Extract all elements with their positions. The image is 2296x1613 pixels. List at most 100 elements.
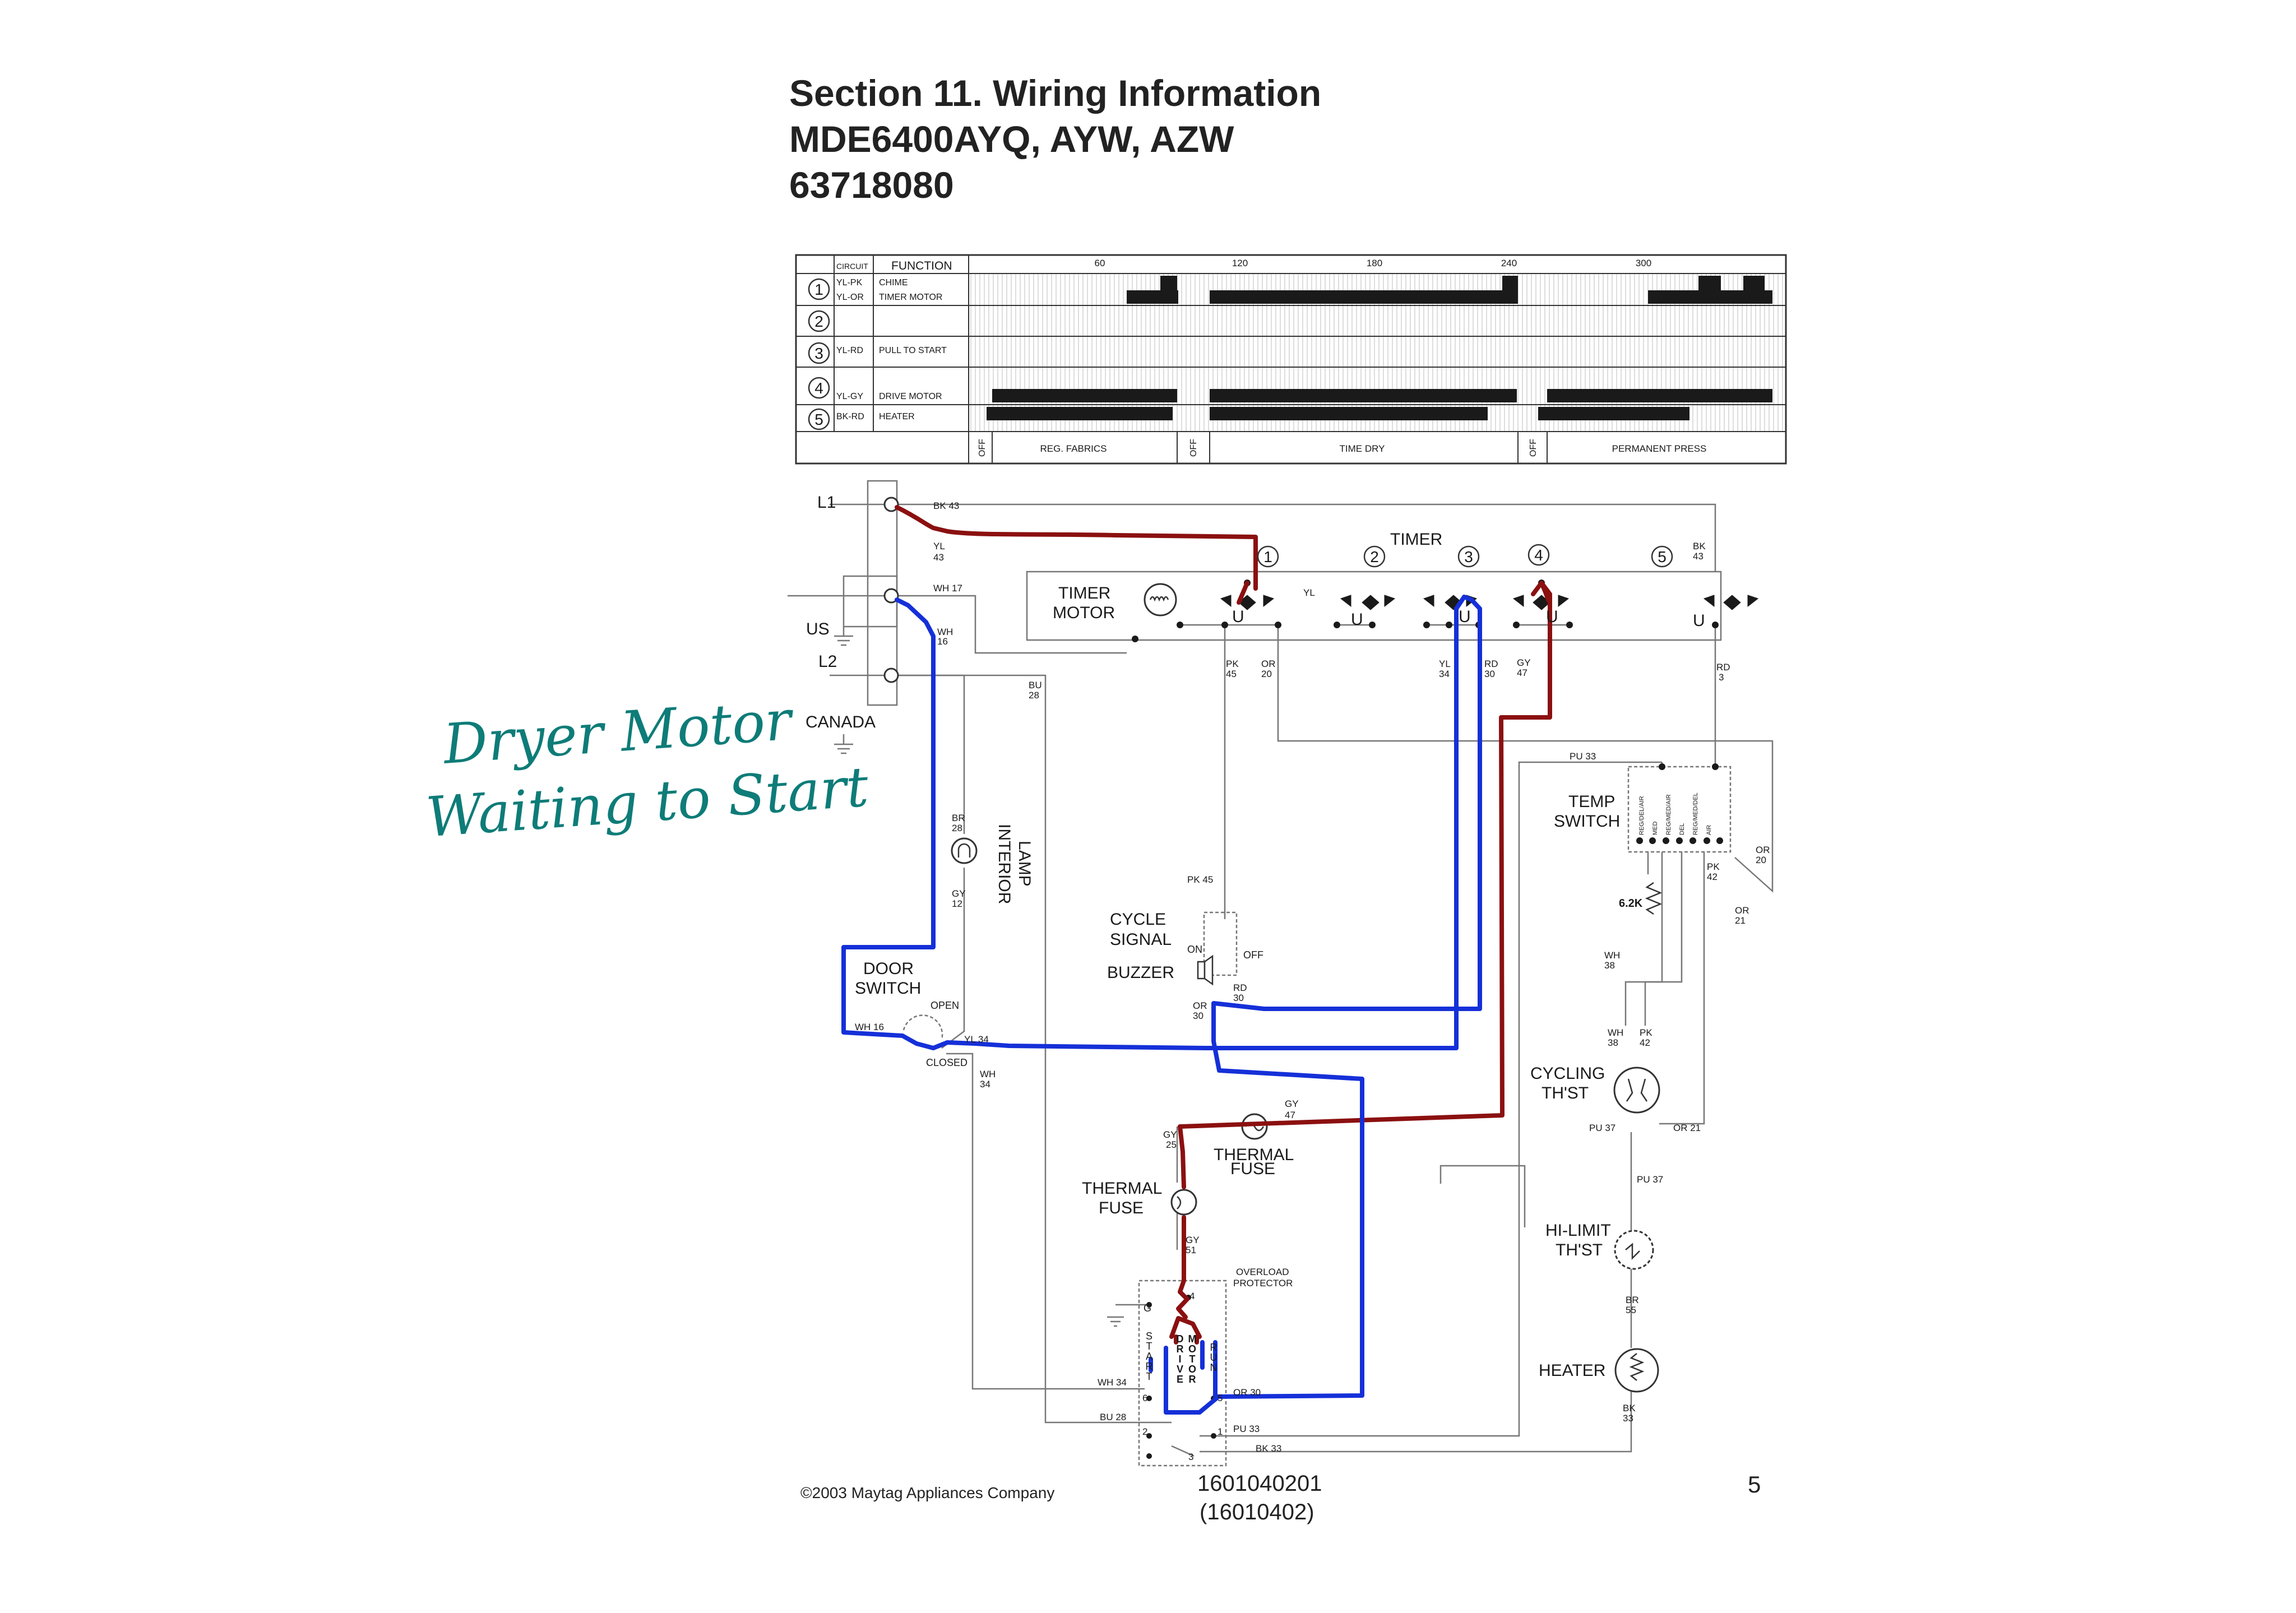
wire-label: 21 <box>1735 915 1746 926</box>
wire-label: YL <box>1439 659 1451 669</box>
wire-label: 55 <box>1626 1305 1636 1315</box>
switch-number-3: 3 <box>1464 548 1473 566</box>
temp-setting-3: REG/MED/AIR <box>1665 794 1672 835</box>
wire-label: BK <box>1623 1403 1636 1413</box>
wire-label: PU 33 <box>1233 1424 1260 1434</box>
temp-setting-6: AIR <box>1706 825 1712 835</box>
temp-setting-4: DEL <box>1679 823 1686 835</box>
circuit-yl-pk: YL-PK <box>836 278 863 288</box>
motor-drive-i: I <box>1178 1354 1181 1365</box>
temp-setting-1: REG/DEL/AIR <box>1638 796 1645 835</box>
label-thermal-fuse-a-2: FUSE <box>1099 1199 1144 1217</box>
wire-label: GY <box>952 888 966 899</box>
wire-label: GY <box>1163 1129 1177 1140</box>
chart-row-numbers: 1 2 3 4 5 <box>808 278 830 430</box>
wire-label: PK <box>1226 659 1239 669</box>
label-overload-1: OVERLOAD <box>1236 1267 1289 1277</box>
chart-tick-180: 180 <box>1367 258 1382 268</box>
document-number: 63718080 <box>789 164 954 206</box>
wire-label: 34 <box>1439 669 1450 679</box>
timer-u-2: U <box>1351 610 1363 629</box>
temp-switch-terminals <box>1636 763 1723 844</box>
chart-tick-60: 60 <box>1095 258 1105 268</box>
wire-label: 30 <box>1484 669 1495 679</box>
wire-label: YL 34 <box>964 1034 989 1045</box>
label-hilimit-1: HI-LIMIT <box>1545 1221 1611 1240</box>
wire-label: WH 16 <box>855 1022 884 1032</box>
wire-label: 3 <box>1719 672 1724 683</box>
switch-number-5: 5 <box>1658 548 1667 566</box>
wire-label: PU 37 <box>1589 1123 1615 1133</box>
motor-drive-v: V <box>1177 1364 1183 1375</box>
wire-label: WH 17 <box>933 583 962 594</box>
chart-function-header: FUNCTION <box>891 259 952 272</box>
wire-label: 16 <box>937 636 948 647</box>
label-open: OPEN <box>931 1000 959 1011</box>
wire-label: PU 37 <box>1637 1174 1663 1185</box>
chart-dwell-bars <box>987 276 1772 420</box>
circuit-bk-rd: BK-RD <box>836 412 864 421</box>
chart-tick-240: 240 <box>1501 258 1517 268</box>
label-l1: L1 <box>817 493 836 512</box>
motor-drive-e: E <box>1177 1374 1183 1385</box>
wire-label: BU 28 <box>1100 1412 1126 1422</box>
cycle-reg-fabrics: REG. FABRICS <box>1040 443 1107 454</box>
motor-start-t: T <box>1146 1341 1152 1352</box>
label-cycling-thst-2: TH'ST <box>1542 1084 1589 1102</box>
wire-label: 12 <box>952 898 962 909</box>
wire-label: 43 <box>1693 551 1704 562</box>
wire-label: 42 <box>1640 1037 1650 1048</box>
timer-switch-numbers: 1 2 3 4 5 <box>1257 544 1673 568</box>
label-temp-switch-2: SWITCH <box>1554 812 1620 831</box>
row-number-2: 2 <box>814 313 823 330</box>
wire-label: 28 <box>1029 690 1039 701</box>
wire-label: PU 33 <box>1570 751 1596 762</box>
chart-tick-300: 300 <box>1636 258 1651 268</box>
function-drive-motor: DRIVE MOTOR <box>879 392 942 401</box>
wire-label: WH <box>1604 950 1620 961</box>
chart-circuit-header: CIRCUIT <box>836 262 868 271</box>
wire-label: 47 <box>1517 668 1527 678</box>
label-thermal-fuse-b-2: FUSE <box>1230 1160 1275 1178</box>
motor-run-u: U <box>1210 1352 1218 1363</box>
wire-label: RD <box>1484 659 1498 669</box>
motor-start-a: A <box>1146 1351 1152 1362</box>
cycle-time-dry: TIME DRY <box>1340 443 1385 454</box>
motor-drive-d: D <box>1177 1333 1184 1345</box>
wire-label: RD <box>1233 982 1247 993</box>
wire-label: 20 <box>1756 855 1766 865</box>
timer-chart: CIRCUIT FUNCTION 60 120 180 240 300 1 2 … <box>795 254 1787 465</box>
neutral-path <box>841 595 1482 1415</box>
label-on: ON <box>1187 944 1202 955</box>
wire-label: WH <box>1608 1027 1623 1038</box>
wire-label: 33 <box>1623 1413 1633 1424</box>
wire-label: GY <box>1186 1235 1200 1245</box>
wire-label: 43 <box>933 552 944 563</box>
wire-label: WH <box>937 627 953 637</box>
circuit-yl-rd: YL-RD <box>836 346 863 355</box>
wire-label: BK 43 <box>933 500 959 511</box>
label-timer-motor-2: MOTOR <box>1053 604 1115 622</box>
label-temp-switch-1: TEMP <box>1568 792 1615 811</box>
cycle-off-1: OFF <box>978 439 987 457</box>
wire-label: OR <box>1261 659 1276 669</box>
label-buzzer: BUZZER <box>1107 963 1174 982</box>
thermal-fuse-icon <box>1170 1189 1197 1216</box>
cycle-off-2: OFF <box>1189 439 1198 457</box>
label-cycling-thst-1: CYCLING <box>1530 1064 1605 1083</box>
wire-label: 6 <box>1142 1393 1147 1403</box>
function-chime: CHIME <box>879 278 908 288</box>
wire-label: GY <box>1517 657 1531 668</box>
label-timer: TIMER <box>1390 530 1442 549</box>
timer-u-5: U <box>1693 611 1705 630</box>
timer-junctions <box>1132 580 1719 642</box>
schematic-base-wiring <box>788 480 1774 1467</box>
label-heater: HEATER <box>1539 1361 1605 1380</box>
wire-labels: BK 43 YL 43 WH 17 WH 16 BU 28 BR 28 GY 1… <box>855 500 1770 1462</box>
motor-labels: S T A R T D R I V E M O T O R R U N <box>1146 1331 1218 1385</box>
heater-icon <box>1614 1348 1659 1393</box>
label-canada: CANADA <box>806 713 876 731</box>
label-interior-lamp-2: LAMP <box>1015 841 1034 887</box>
label-thermal-fuse-b-1: THERMAL <box>1214 1146 1294 1164</box>
